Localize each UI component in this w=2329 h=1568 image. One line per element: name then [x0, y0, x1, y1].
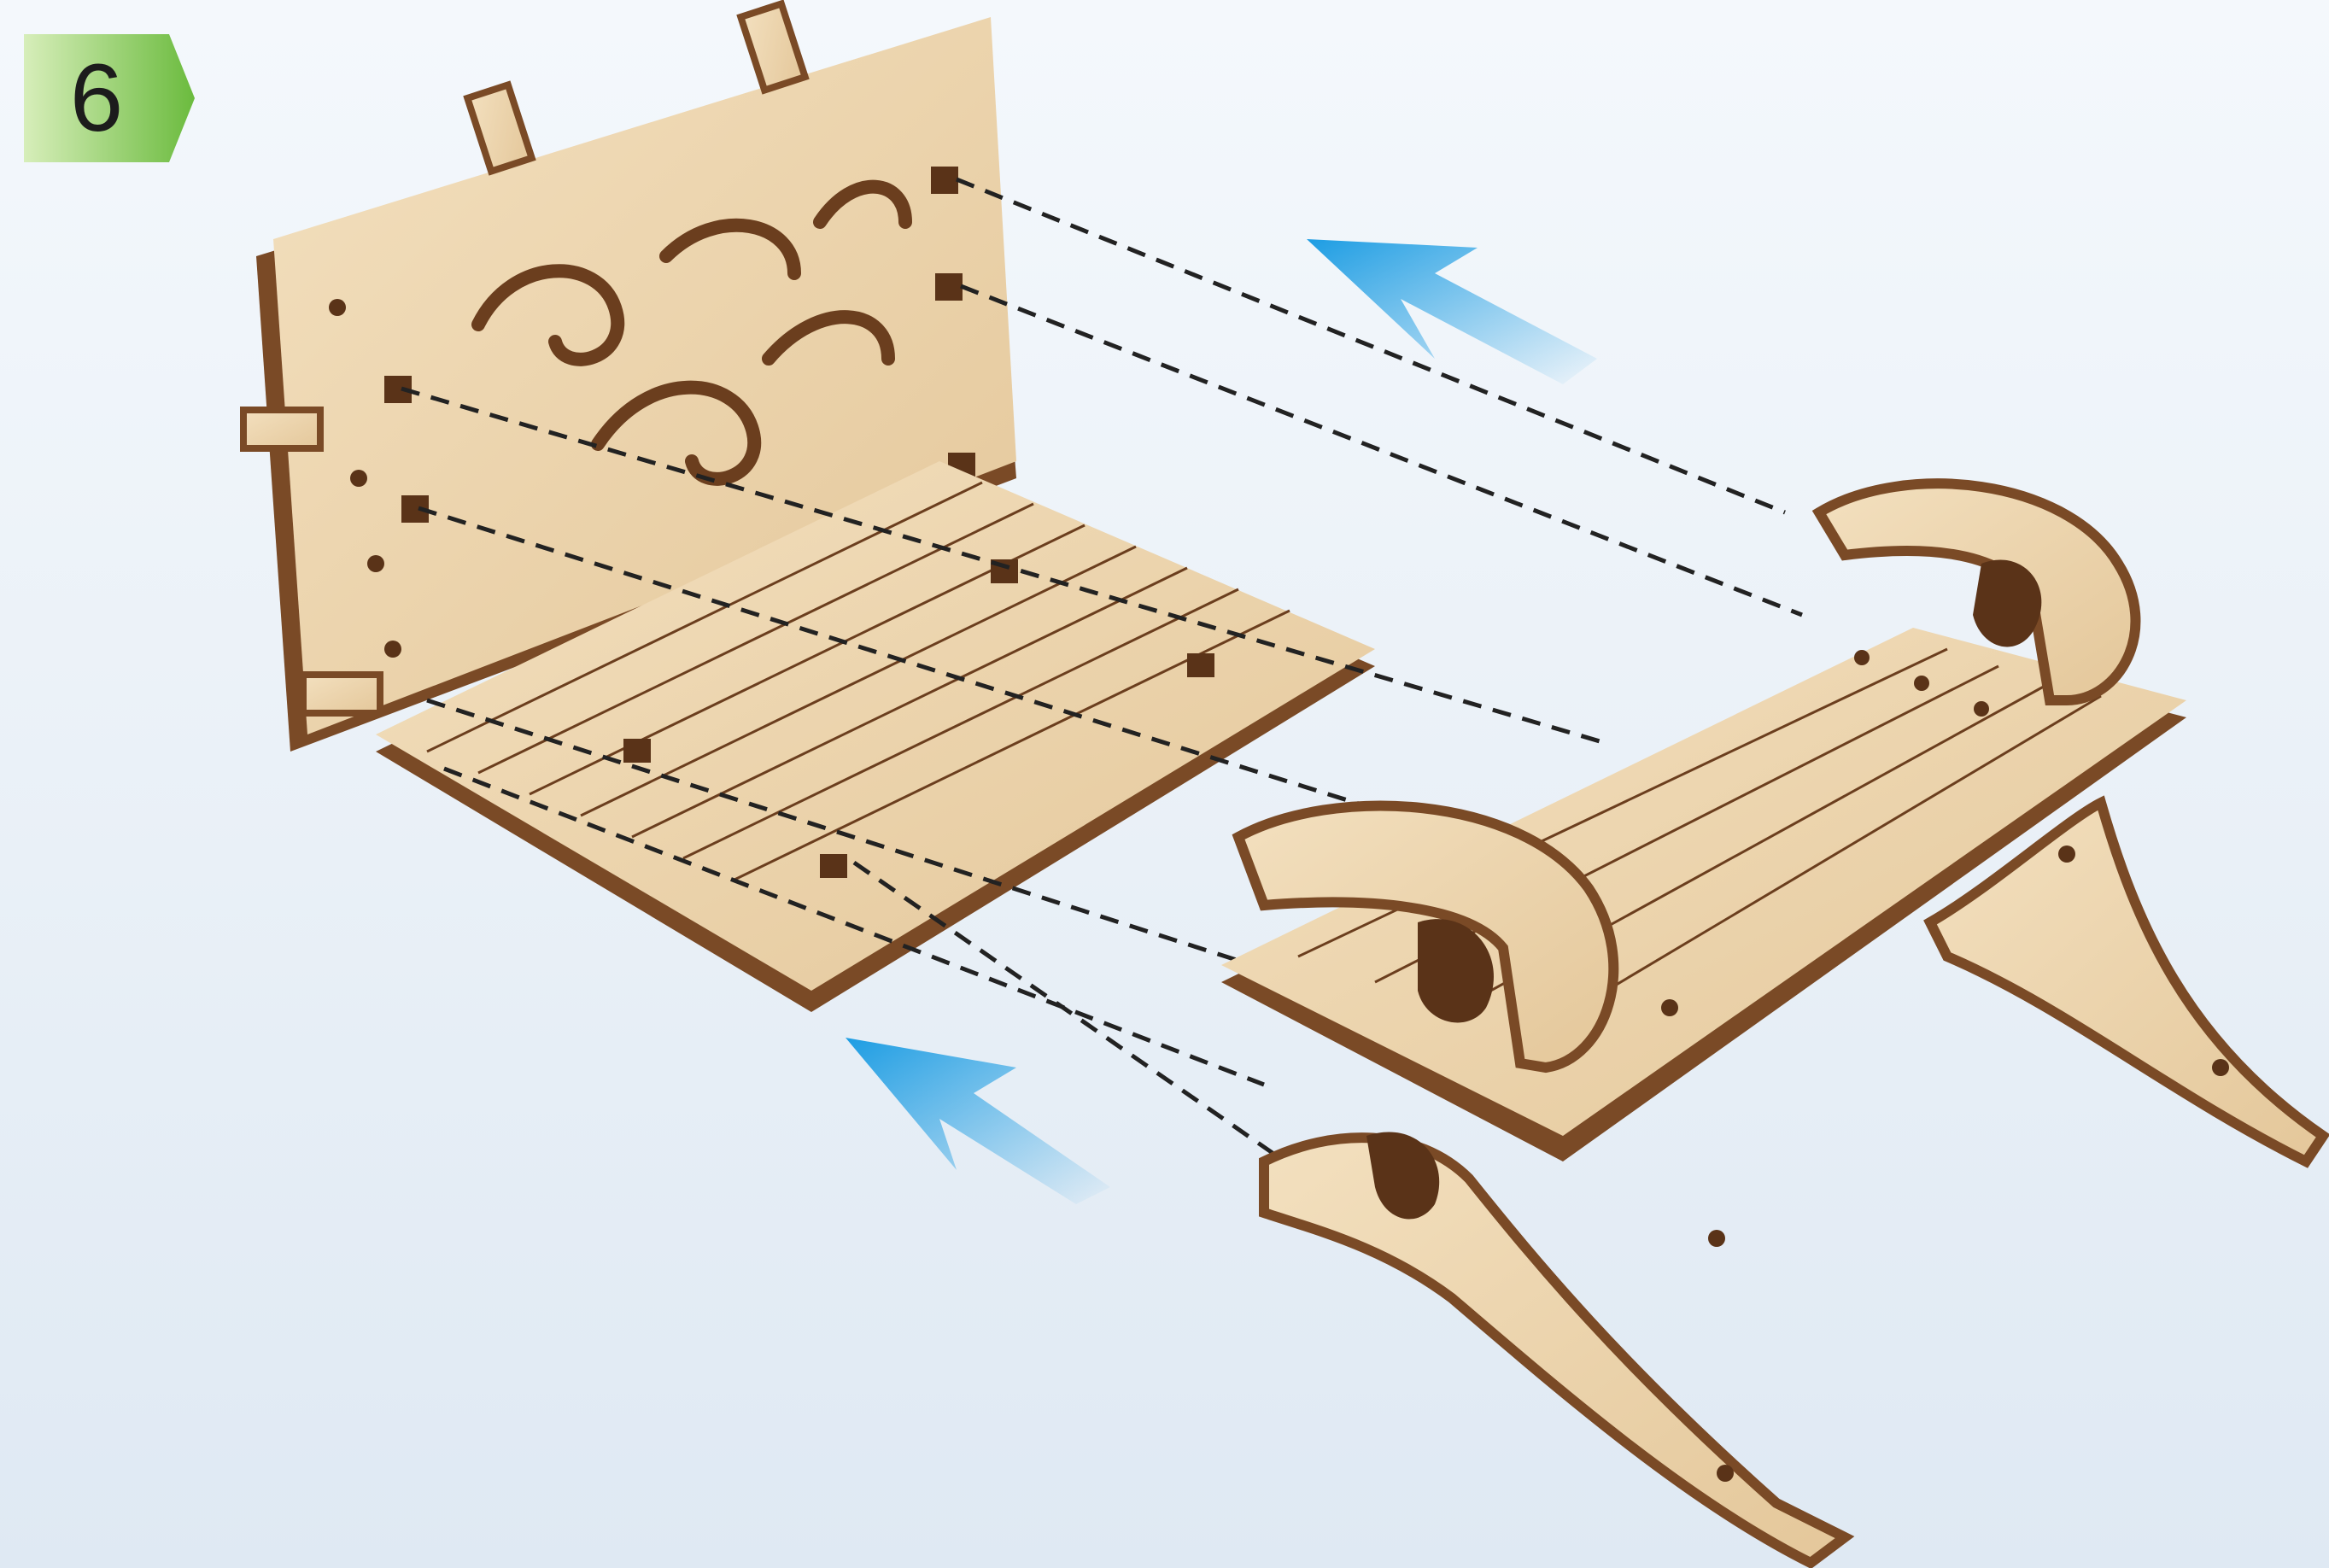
- bench-assembly: [1221, 483, 2323, 1563]
- assembly-arrow-icon: [1307, 239, 1597, 384]
- assembly-arrow-icon: [846, 1038, 1110, 1204]
